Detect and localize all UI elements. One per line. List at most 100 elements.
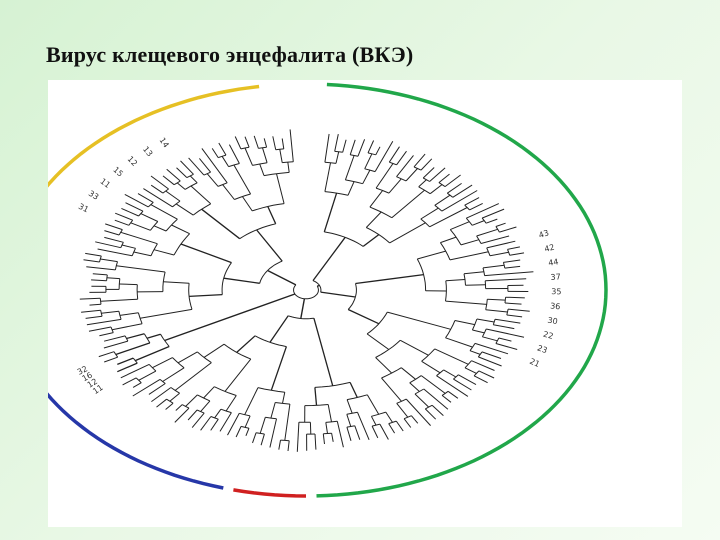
- branch: [189, 175, 198, 184]
- branch-arc: [252, 203, 285, 212]
- branch: [224, 358, 252, 392]
- branch: [103, 340, 129, 349]
- circular-phylogenetic-tree: 4342443735363022232111121632313311151213…: [48, 82, 608, 498]
- branch: [99, 332, 114, 337]
- branch: [296, 422, 300, 452]
- branch: [262, 147, 268, 163]
- branch: [331, 433, 334, 442]
- branch: [210, 418, 219, 431]
- branch: [241, 196, 253, 212]
- branch: [180, 243, 232, 264]
- branch: [323, 192, 338, 233]
- branch: [357, 412, 370, 440]
- branch: [388, 146, 400, 163]
- branch: [438, 173, 450, 183]
- branch: [165, 402, 174, 410]
- branch: [106, 277, 120, 280]
- branch: [200, 400, 211, 412]
- branch: [116, 265, 166, 273]
- branch: [119, 312, 139, 316]
- branch: [201, 148, 228, 184]
- branch-arc: [186, 173, 194, 179]
- branch: [98, 351, 115, 358]
- branch: [125, 202, 144, 212]
- branch: [344, 155, 355, 181]
- branch: [441, 395, 452, 403]
- branch: [405, 168, 418, 182]
- branch: [162, 367, 185, 382]
- branch: [151, 387, 172, 403]
- branch: [481, 351, 502, 359]
- branch: [244, 387, 259, 415]
- branch: [267, 206, 277, 225]
- branch: [199, 158, 211, 173]
- branch: [342, 139, 347, 153]
- branch: [476, 228, 498, 237]
- branch: [189, 293, 223, 298]
- branch: [476, 318, 495, 323]
- branch: [504, 302, 522, 305]
- branch: [445, 279, 466, 282]
- branch: [85, 252, 102, 257]
- branch: [429, 207, 468, 228]
- branch: [105, 223, 123, 231]
- branch: [324, 133, 330, 163]
- tip-label: 37: [550, 272, 561, 282]
- branch: [89, 303, 102, 306]
- branch: [482, 336, 498, 342]
- branch: [374, 140, 394, 172]
- branch: [423, 388, 449, 410]
- branch: [79, 297, 101, 300]
- branch: [389, 222, 426, 244]
- branch: [349, 382, 358, 398]
- branch: [465, 284, 486, 286]
- branch: [218, 142, 227, 156]
- branch: [347, 181, 355, 196]
- branch: [150, 175, 169, 190]
- branch: [221, 156, 230, 167]
- branch: [417, 250, 446, 260]
- branch: [203, 386, 215, 399]
- branch-arc: [162, 271, 166, 292]
- branch-arc: [293, 284, 319, 300]
- branch: [447, 182, 462, 194]
- branch: [366, 333, 390, 350]
- branch: [369, 190, 383, 208]
- branch: [418, 179, 427, 188]
- branch: [148, 383, 166, 395]
- branch: [436, 375, 469, 397]
- branch: [101, 310, 119, 314]
- tip-label: 22: [542, 330, 554, 341]
- branch: [91, 279, 107, 282]
- branch: [480, 235, 510, 244]
- branch: [104, 236, 124, 243]
- branch: [115, 342, 151, 356]
- branch: [124, 193, 149, 208]
- branch: [245, 428, 250, 436]
- branch: [424, 408, 437, 420]
- branch: [227, 413, 240, 436]
- branch: [421, 375, 446, 394]
- branch: [169, 392, 180, 402]
- branch: [366, 394, 380, 415]
- branch: [450, 221, 470, 231]
- branch: [282, 392, 286, 404]
- branch: [284, 404, 291, 441]
- branch: [320, 291, 356, 298]
- branch: [362, 169, 371, 184]
- branch: [175, 203, 194, 216]
- tip-label: 36: [550, 301, 561, 311]
- branch: [472, 329, 485, 334]
- branch: [375, 357, 393, 374]
- branch: [454, 320, 475, 326]
- branch: [115, 212, 133, 221]
- branch: [120, 231, 158, 245]
- branch: [499, 226, 517, 233]
- branch: [287, 162, 290, 173]
- branch-arc: [173, 180, 181, 186]
- tip-label: 33: [87, 189, 100, 202]
- branch: [396, 150, 407, 166]
- branch-arc: [288, 315, 314, 320]
- branch: [150, 184, 164, 194]
